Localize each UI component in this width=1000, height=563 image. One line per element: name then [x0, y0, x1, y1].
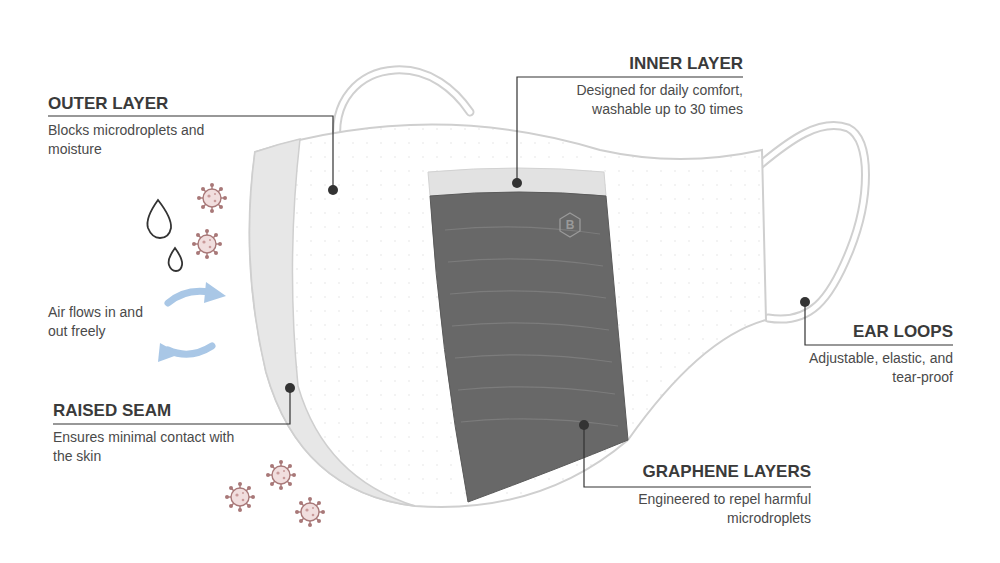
callout-body: Ensures minimal contact with the skin: [53, 428, 238, 466]
callout-body: Blocks microdroplets and moisture: [48, 121, 208, 159]
mask-body: [250, 124, 766, 506]
graphene-layer: [430, 192, 628, 502]
leader-lines: [48, 77, 953, 487]
callout-body: Designed for daily comfort, washable up …: [533, 81, 743, 119]
graphene-lines: [445, 227, 618, 426]
water-drops: [147, 200, 182, 271]
airflow-note: Air flows in and out freely: [48, 303, 148, 341]
logo-letter: B: [563, 218, 577, 232]
callout-body: Engineered to repel harmful microdroplet…: [591, 490, 811, 528]
callout-heading: GRAPHENE LAYERS: [643, 462, 811, 482]
callout-heading: EAR LOOPS: [853, 322, 953, 342]
raised-seam: [250, 139, 415, 506]
logo-hexagon: [560, 213, 580, 237]
callout-heading: OUTER LAYER: [48, 94, 168, 114]
callout-heading: INNER LAYER: [629, 54, 743, 74]
virus-icons: [192, 183, 325, 527]
callout-heading: RAISED SEAM: [53, 401, 171, 421]
callout-body: Adjustable, elastic, and tear-proof: [808, 349, 953, 387]
leader-dots: [285, 178, 810, 430]
